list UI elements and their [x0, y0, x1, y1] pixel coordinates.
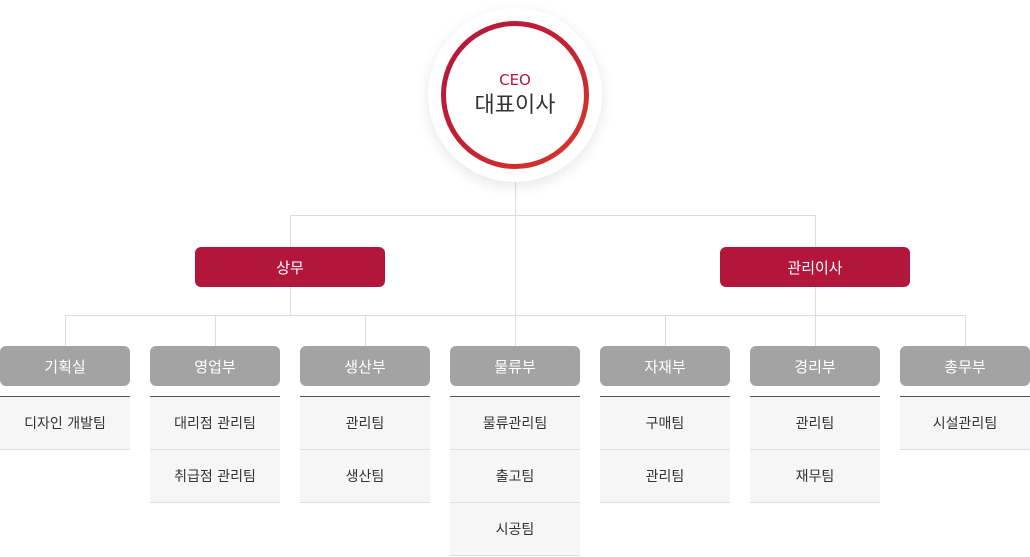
connector-dept-drop	[365, 315, 366, 346]
ceo-title-ko: 대표이사	[474, 93, 556, 118]
team-item: 물류관리팀	[450, 397, 580, 450]
team-list-sales: 대리점 관리팀 취급점 관리팀	[150, 396, 280, 503]
dept-node-logistics: 물류부	[450, 346, 580, 386]
team-item: 디자인 개발팀	[0, 397, 130, 450]
team-list-planning: 디자인 개발팀	[0, 396, 130, 450]
dept-node-accounting: 경리부	[750, 346, 880, 386]
team-list-accounting: 관리팀 재무팀	[750, 396, 880, 503]
team-item: 구매팀	[600, 397, 730, 450]
team-list-general-affairs: 시설관리팀	[900, 396, 1030, 450]
team-item: 관리팀	[750, 397, 880, 450]
connector-exec-right-down	[815, 287, 816, 316]
team-item: 관리팀	[300, 397, 430, 450]
exec-node-managing-director: 관리이사	[720, 247, 910, 287]
connector-exec-horizontal	[290, 215, 816, 216]
team-item: 재무팀	[750, 450, 880, 503]
connector-ceo-trunk	[515, 215, 516, 316]
dept-node-planning: 기획실	[0, 346, 130, 386]
dept-node-production: 생산부	[300, 346, 430, 386]
connector-ceo-down	[515, 182, 516, 216]
connector-dept-drop	[965, 315, 966, 346]
dept-node-general-affairs: 총무부	[900, 346, 1030, 386]
connector-exec-left-down	[290, 287, 291, 316]
ceo-title-en: CEO	[499, 71, 531, 89]
team-item: 취급점 관리팀	[150, 450, 280, 503]
dept-node-sales: 영업부	[150, 346, 280, 386]
team-item: 관리팀	[600, 450, 730, 503]
exec-node-executive-director: 상무	[195, 247, 385, 287]
team-item: 생산팀	[300, 450, 430, 503]
team-item: 대리점 관리팀	[150, 397, 280, 450]
team-list-production: 관리팀 생산팀	[300, 396, 430, 503]
team-list-materials: 구매팀 관리팀	[600, 396, 730, 503]
connector-dept-drop	[65, 315, 66, 346]
team-item: 시공팀	[450, 503, 580, 556]
team-list-logistics: 물류관리팀 출고팀 시공팀	[450, 396, 580, 556]
connector-dept-drop	[515, 315, 516, 346]
team-item: 시설관리팀	[900, 397, 1030, 450]
team-item: 출고팀	[450, 450, 580, 503]
connector-exec-right-drop	[815, 215, 816, 247]
ceo-node: CEO 대표이사	[446, 26, 584, 164]
connector-dept-drop	[815, 315, 816, 346]
connector-dept-drop	[665, 315, 666, 346]
connector-dept-drop	[215, 315, 216, 346]
connector-exec-left-drop	[290, 215, 291, 247]
dept-node-materials: 자재부	[600, 346, 730, 386]
